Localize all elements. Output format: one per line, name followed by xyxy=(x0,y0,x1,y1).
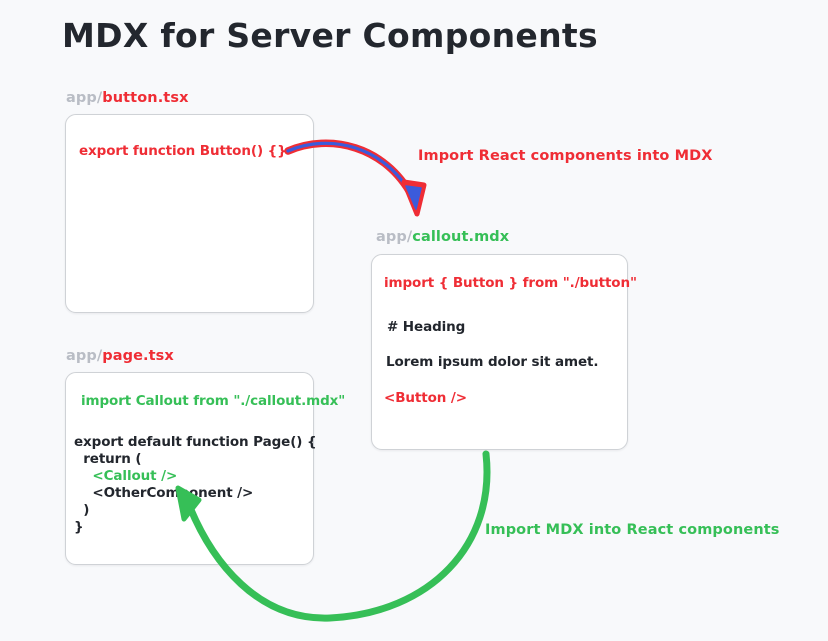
code-line: <OtherComponent /> xyxy=(74,485,254,501)
code-box-button-tsx[interactable]: export function Button() {} xyxy=(65,114,314,313)
file-label-dir: app/ xyxy=(376,229,413,245)
file-label-button-tsx: app/button.tsx xyxy=(66,90,189,106)
arrow-label-react-into-mdx: Import React components into MDX xyxy=(418,148,713,164)
file-label-filename: button.tsx xyxy=(102,90,189,106)
code-box-callout-mdx[interactable]: import { Button } from "./button" # Head… xyxy=(371,254,637,450)
arrow-head-outer xyxy=(401,179,427,217)
file-label-filename: callout.mdx xyxy=(412,229,510,245)
file-label-page-tsx: app/page.tsx xyxy=(66,348,174,364)
code-line: # Heading xyxy=(387,319,466,335)
code-line: return ( xyxy=(74,451,142,467)
arrow-head-inner xyxy=(405,185,422,210)
code-line: ) xyxy=(74,502,90,518)
file-label-dir: app/ xyxy=(66,348,103,364)
code-line: <Button /> xyxy=(384,390,467,406)
arrow-label-mdx-into-react: Import MDX into React components xyxy=(485,522,780,538)
code-line: export function Button() {} xyxy=(79,143,287,159)
file-label-dir: app/ xyxy=(66,90,103,106)
code-line: export default function Page() { xyxy=(74,434,317,450)
file-label-callout-mdx: app/callout.mdx xyxy=(376,229,509,245)
file-label-filename: page.tsx xyxy=(102,348,174,364)
code-line: <Callout /> xyxy=(74,468,178,484)
code-line: import Callout from "./callout.mdx" xyxy=(81,393,346,409)
code-line: import { Button } from "./button" xyxy=(384,275,637,291)
code-line: } xyxy=(74,519,84,535)
code-line: Lorem ipsum dolor sit amet. xyxy=(386,354,599,370)
code-box-page-tsx[interactable]: import Callout from "./callout.mdx" expo… xyxy=(65,372,345,565)
page-title: MDX for Server Components xyxy=(62,16,598,55)
